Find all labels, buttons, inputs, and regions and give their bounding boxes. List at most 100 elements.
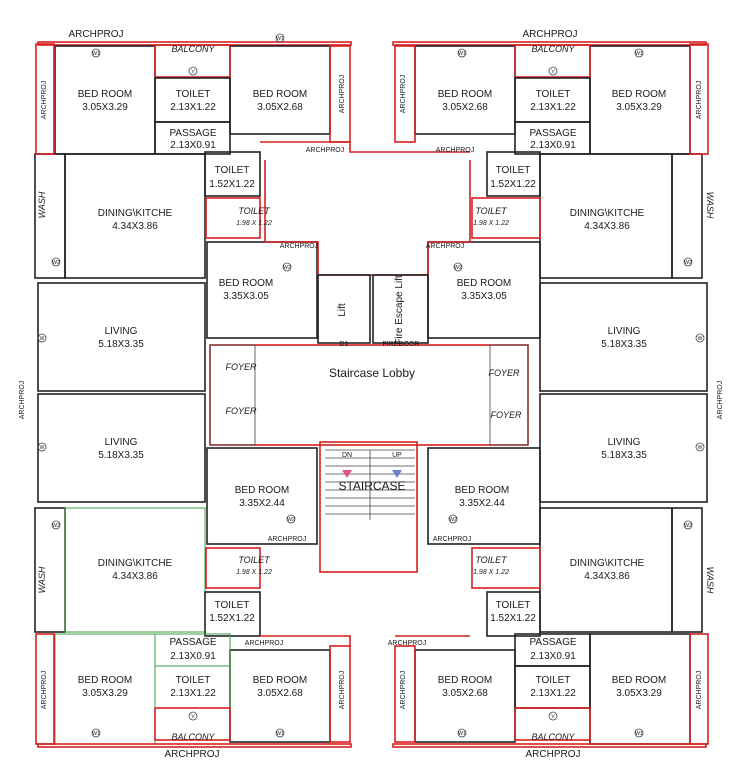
door-tag: D1 bbox=[340, 341, 349, 348]
room-name: TOILET bbox=[536, 89, 571, 100]
room-name: BED ROOM bbox=[457, 278, 511, 289]
room-dimension: 3.35X2.44 bbox=[239, 498, 285, 509]
room-name: TOILET bbox=[496, 165, 531, 176]
archproj-label: ARCHPROJ bbox=[19, 381, 26, 420]
up-label: UP bbox=[392, 452, 402, 459]
window-tag: W1 bbox=[635, 731, 643, 737]
archproj-label: ARCHPROJ bbox=[400, 671, 407, 710]
room-name: BED ROOM bbox=[438, 675, 492, 686]
foyer-label: FOYER bbox=[490, 410, 522, 420]
room-dimension: 2.13X0.91 bbox=[170, 140, 216, 151]
archproj-label: ARCHPROJ bbox=[41, 81, 48, 120]
room-dimension: 1.98 X 1.22 bbox=[236, 569, 272, 576]
room-dimension: 4.34X3.86 bbox=[584, 221, 630, 232]
room-dimension: 1.52X1.22 bbox=[209, 613, 255, 624]
window-tag: W bbox=[40, 336, 45, 342]
room-name: PASSAGE bbox=[169, 128, 216, 139]
room-name: TOILET bbox=[238, 555, 271, 565]
room-dimension: 3.35X3.05 bbox=[461, 291, 507, 302]
unit-bottom-left bbox=[34, 393, 352, 748]
window-tag: W2 bbox=[684, 260, 692, 266]
room-name: BED ROOM bbox=[455, 485, 509, 496]
window-tag: W bbox=[698, 445, 703, 451]
room-dimension: 3.05X2.68 bbox=[257, 102, 303, 113]
room-name: DINING\KITCHE bbox=[570, 208, 645, 219]
room-dimension: 2.13X1.22 bbox=[530, 688, 576, 699]
room-name: TOILET bbox=[238, 206, 271, 216]
archproj-label: ARCHPROJ bbox=[696, 671, 703, 710]
room-name: BED ROOM bbox=[78, 675, 132, 686]
vent-tag: V bbox=[551, 69, 555, 75]
archproj-label: ARCHPROJ bbox=[426, 243, 465, 250]
window-tag: W2 bbox=[287, 517, 295, 523]
room-dimension: 1.52X1.22 bbox=[490, 179, 536, 190]
staircase-lobby-label: Staircase Lobby bbox=[329, 366, 415, 380]
room-name: TOILET bbox=[215, 600, 250, 611]
archproj-label: ARCHPROJ bbox=[339, 671, 346, 710]
room-name: BED ROOM bbox=[219, 278, 273, 289]
room-dimension: 4.34X3.86 bbox=[112, 571, 158, 582]
core bbox=[209, 160, 529, 573]
staircase-label: STAIRCASE bbox=[338, 479, 405, 493]
vent-tag: V bbox=[191, 714, 195, 720]
room-name: TOILET bbox=[176, 675, 211, 686]
room-name: PASSAGE bbox=[529, 637, 576, 648]
room-dimension: 4.34X3.86 bbox=[584, 571, 630, 582]
room-dimension: 3.05X3.29 bbox=[616, 688, 662, 699]
stair-treads bbox=[325, 449, 415, 520]
window-tag: W1 bbox=[276, 731, 284, 737]
fire-escape-lift-label: Fire Escape Lift bbox=[394, 275, 405, 345]
window-tag: W2 bbox=[684, 523, 692, 529]
room-dimension: 4.34X3.86 bbox=[112, 221, 158, 232]
archproj-label: ARCHPROJ bbox=[306, 147, 345, 154]
archproj-label: ARCHPROJ bbox=[436, 147, 475, 154]
window-tag: W bbox=[40, 445, 45, 451]
room-dimension: 3.05X3.29 bbox=[616, 102, 662, 113]
window-tag: W1 bbox=[458, 731, 466, 737]
room-dimension: 3.05X2.68 bbox=[257, 688, 303, 699]
room-dimension: 5.18X3.35 bbox=[98, 339, 144, 350]
room-dimension: 5.18X3.35 bbox=[98, 450, 144, 461]
window-tag: W2 bbox=[283, 265, 291, 271]
vent-tag: V bbox=[551, 714, 555, 720]
door-tag: FIREDOOR bbox=[383, 341, 420, 348]
unit-top-right bbox=[392, 41, 709, 392]
window-tag: W1 bbox=[276, 36, 284, 42]
up-arrow-icon bbox=[392, 470, 402, 478]
dn-label: DN bbox=[342, 452, 352, 459]
archproj-label: ARCHPROJ bbox=[696, 81, 703, 120]
wash-label: WASH bbox=[705, 567, 715, 594]
window-tag: W2 bbox=[449, 517, 457, 523]
room-name: TOILET bbox=[215, 165, 250, 176]
window-tag: W1 bbox=[92, 731, 100, 737]
window-tag: W1 bbox=[92, 51, 100, 57]
room-dimension: 2.13X1.22 bbox=[530, 102, 576, 113]
window-tag: W bbox=[698, 336, 703, 342]
wash-label: WASH bbox=[37, 566, 47, 593]
room-dimension: 2.13X0.91 bbox=[530, 651, 576, 662]
foyer-label: FOYER bbox=[488, 368, 520, 378]
room-dimension: 3.05X2.68 bbox=[442, 688, 488, 699]
archproj-label: ARCHPROJ bbox=[388, 640, 427, 647]
room-name: LIVING bbox=[105, 437, 138, 448]
room-dimension: 2.13X1.22 bbox=[170, 688, 216, 699]
room-name: BED ROOM bbox=[78, 89, 132, 100]
room-dimension: 5.18X3.35 bbox=[601, 339, 647, 350]
room-name: BED ROOM bbox=[438, 89, 492, 100]
room-name: PASSAGE bbox=[529, 128, 576, 139]
unit-bottom-right bbox=[392, 393, 709, 748]
room-dimension: 3.05X3.29 bbox=[82, 102, 128, 113]
archproj-label: ARCHPROJ bbox=[245, 640, 284, 647]
wash-label: WASH bbox=[705, 192, 715, 219]
room-dimension: 3.05X3.29 bbox=[82, 688, 128, 699]
room-dimension: 1.98 X 1.22 bbox=[473, 569, 509, 576]
window-tag: W1 bbox=[635, 51, 643, 57]
balcony-label: BALCONY bbox=[171, 732, 215, 742]
room-name: BED ROOM bbox=[235, 485, 289, 496]
room-name: LIVING bbox=[105, 326, 138, 337]
room-name: BED ROOM bbox=[612, 89, 666, 100]
down-arrow-icon bbox=[342, 470, 352, 478]
room-name: TOILET bbox=[496, 600, 531, 611]
unit-top-left bbox=[34, 41, 470, 392]
archproj-label: ARCHPROJ bbox=[41, 671, 48, 710]
